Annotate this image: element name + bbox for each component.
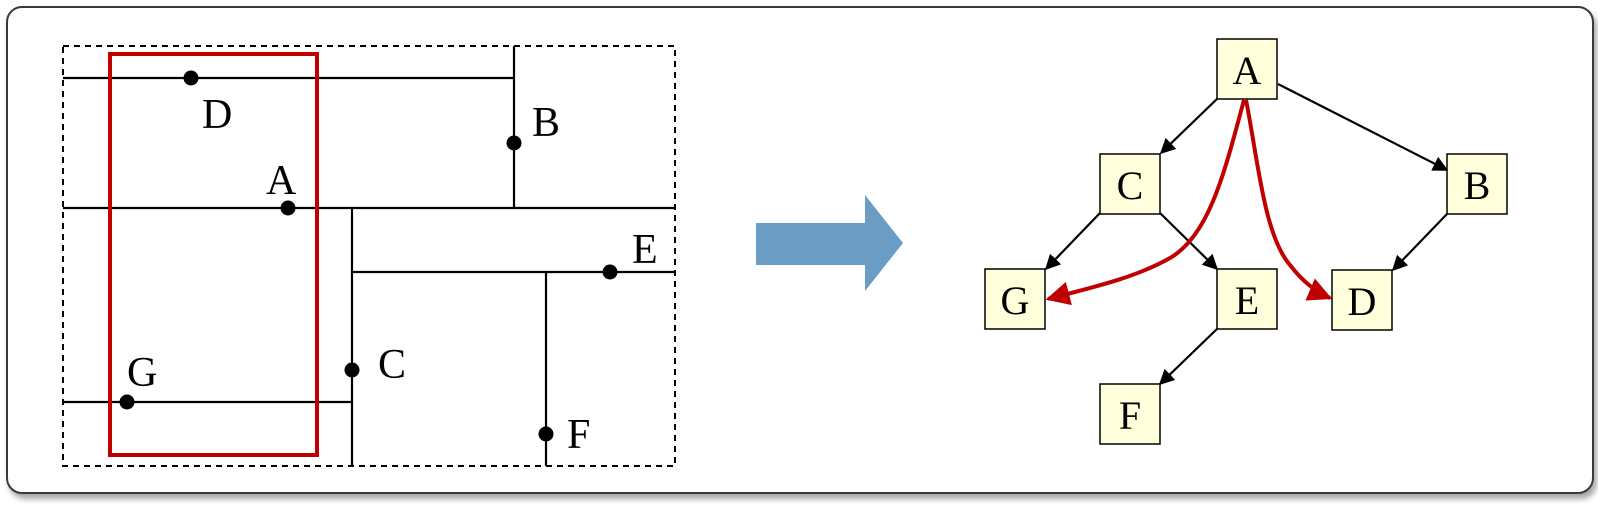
tree-node-a: A [1216, 38, 1278, 100]
point-label-g: G [127, 350, 157, 396]
point-a [280, 200, 296, 216]
tree-node-label: D [1348, 279, 1377, 324]
tree-edge-a-c [1159, 97, 1219, 155]
tree-node-f: F [1099, 383, 1161, 445]
tree-node-label: E [1235, 278, 1259, 323]
search-path-a-g [1045, 99, 1246, 306]
point-g [119, 394, 135, 410]
tree-panel: A C B G E D F [984, 38, 1508, 445]
tree-edge-a-b [1277, 83, 1449, 171]
tree-edge-b-d [1391, 213, 1448, 272]
query-rectangle [108, 52, 319, 457]
point-f [538, 426, 554, 442]
tree-node-label: C [1117, 163, 1144, 208]
tree-node-b: B [1446, 153, 1508, 215]
partition-panel: D B A E C G F [62, 45, 676, 467]
point-c [344, 362, 360, 378]
partition-boundary [62, 45, 676, 467]
point-label-b: B [532, 100, 560, 146]
tree-node-d: D [1331, 269, 1393, 331]
tree-node-label: F [1119, 393, 1141, 438]
tree-node-label: G [1001, 278, 1030, 323]
point-label-c: C [378, 342, 406, 388]
tree-edge-c-g [1044, 212, 1101, 271]
tree-node-e: E [1216, 268, 1278, 330]
point-label-e: E [632, 227, 658, 273]
point-d [183, 70, 199, 86]
point-label-a: A [266, 158, 297, 204]
transform-arrow [756, 195, 903, 291]
point-label-d: D [202, 92, 232, 138]
search-path-a-d [1244, 99, 1333, 301]
point-b [506, 135, 522, 151]
tree-node-label: B [1464, 163, 1491, 208]
point-label-f: F [567, 412, 590, 458]
tree-node-g: G [984, 268, 1046, 330]
tree-node-c: C [1099, 153, 1161, 215]
tree-node-label: A [1233, 48, 1262, 93]
tree-edge-e-f [1158, 328, 1218, 386]
point-e [602, 264, 618, 280]
